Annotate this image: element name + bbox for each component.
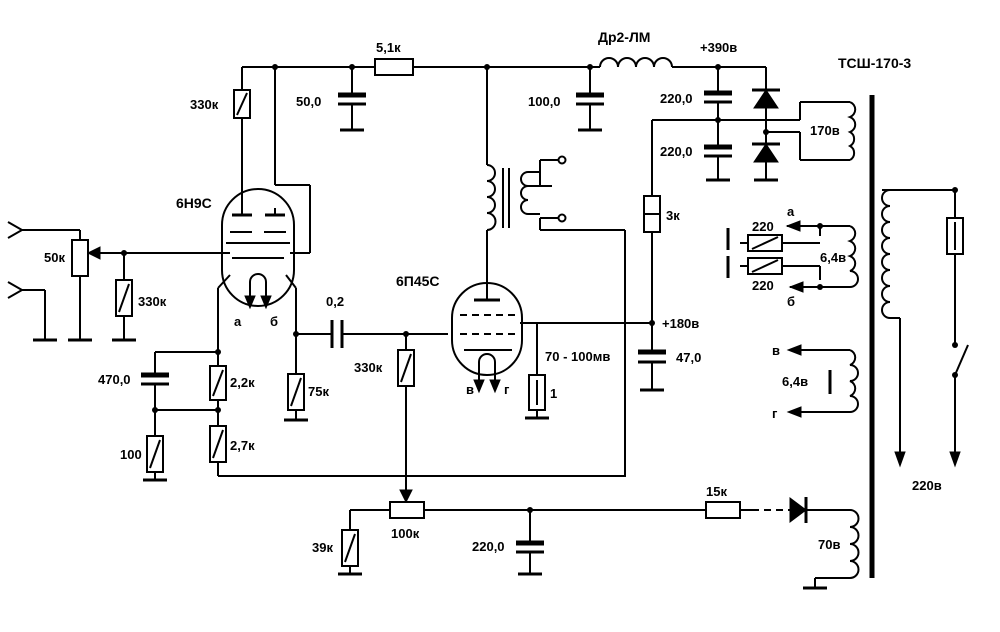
tube-6p45s (451, 282, 523, 394)
choke-coil (599, 57, 673, 68)
label-2-7k: 2,7к (230, 438, 255, 453)
label-39k: 39к (312, 540, 333, 555)
rectifier-diodes (752, 88, 808, 523)
label-75k: 75к (308, 384, 329, 399)
label-tap-a: а (787, 204, 795, 219)
label-50-0: 50,0 (296, 94, 321, 109)
label-2-2k: 2,2к (230, 375, 255, 390)
label-180v: +180в (662, 316, 699, 331)
label-choke: Др2-ЛМ (598, 29, 650, 45)
label-15k: 15к (706, 484, 727, 499)
label-tap-v-tube: в (466, 382, 474, 397)
label-tap-b-tube: б (270, 314, 278, 329)
label-tap-v: в (772, 343, 780, 358)
power-transformer (847, 95, 969, 579)
label-220-0-upper: 220,0 (660, 91, 693, 106)
label-tap-b: б (787, 294, 795, 309)
label-tube-6n9s: 6Н9С (176, 195, 212, 211)
junction-dots (121, 64, 958, 513)
label-220v-mains: 220в (912, 478, 942, 493)
label-390v: +390в (700, 40, 737, 55)
label-330k-grid: 330к (138, 294, 167, 309)
label-47-0: 47,0 (676, 350, 701, 365)
label-tap-g-tube: г (504, 382, 510, 397)
label-100: 100 (120, 447, 142, 462)
ground-symbols (33, 128, 832, 590)
label-0-2: 0,2 (326, 294, 344, 309)
label-220-heater-a: 220 (752, 219, 774, 234)
label-1-ohm: 1 (550, 386, 557, 401)
heater-arrows (785, 220, 804, 418)
label-tap-a-tube: а (234, 314, 242, 329)
tube-6n9s (217, 188, 297, 310)
resistors (71, 58, 964, 567)
label-220-heater-b: 220 (752, 278, 774, 293)
label-100-0: 100,0 (528, 94, 561, 109)
label-transformer: ТСШ-170-3 (838, 55, 911, 71)
label-6-4v-bottom: 6,4в (782, 374, 808, 389)
label-tube-6p45s: 6П45С (396, 273, 440, 289)
label-170v: 170в (810, 123, 840, 138)
labels: 5,1к 330к 50,0 100,0 Др2-ЛМ +390в 220,0 … (44, 29, 942, 555)
label-70v: 70в (818, 537, 840, 552)
label-220-0-lower: 220,0 (660, 144, 693, 159)
capacitors (141, 90, 732, 554)
wiring (22, 66, 956, 588)
output-transformer (486, 155, 567, 231)
label-220-0-bias: 220,0 (472, 539, 505, 554)
label-5-1k: 5,1к (376, 40, 401, 55)
pot-wipers (86, 246, 413, 504)
input-jacks (7, 221, 25, 299)
label-330k-plate: 330к (190, 97, 219, 112)
label-6-4v-top: 6,4в (820, 250, 846, 265)
label-100k: 100к (391, 526, 420, 541)
label-470-0: 470,0 (98, 372, 131, 387)
label-50k: 50к (44, 250, 65, 265)
label-tap-g: г (772, 406, 778, 421)
label-bias-range: 70 - 100мв (545, 349, 610, 364)
label-3k: 3к (666, 208, 680, 223)
label-330k-output: 330к (354, 360, 383, 375)
